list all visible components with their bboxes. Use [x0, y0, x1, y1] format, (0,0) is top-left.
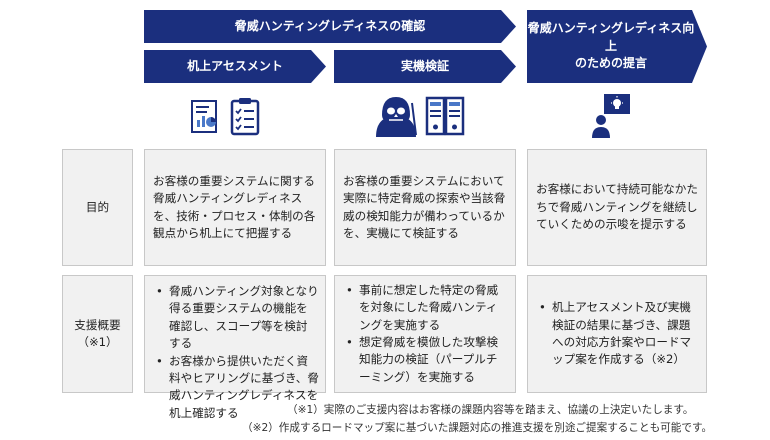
list-item: 机上アセスメント及び実機検証の結果に基づき、課題への対応方針案やロードマップ案を… — [539, 299, 700, 369]
support-list: 事前に想定した特定の脅威を対象にした脅威ハンティングを実施する 想定脅威を模倣し… — [335, 282, 515, 386]
desk-assessment-banner: 机上アセスメント — [144, 50, 326, 83]
hacker-skull-icon — [376, 97, 417, 137]
purpose-cell-desk: お客様の重要システムに関する脅威ハンティングレディネスを、技術・プロセス・体制の… — [144, 149, 326, 266]
row-label-text: 支援概要 — [74, 317, 121, 332]
list-item: 想定脅威を模倣した攻撃検知能力の検証（パープルチーミング）を実施する — [346, 334, 509, 386]
purpose-cell-real: お客様の重要システムにおいて実際に特定脅威の探索や当該脅威の検知能力が備わってい… — [334, 149, 516, 266]
row-label-support-overview: 支援概要 （※1） — [62, 275, 133, 393]
list-item: お客様から提供いただく資料やヒアリングに基づき、脅威ハンティングレディネスを机上… — [156, 353, 319, 423]
row-label-purpose: 目的 — [62, 149, 133, 266]
readiness-proposal-label: 脅威ハンティングレディネス向上 のための提言 — [527, 21, 695, 71]
checklist-clipboard-icon — [230, 98, 260, 136]
readiness-confirmation-banner: 脅威ハンティングレディネスの確認 — [144, 10, 516, 43]
footnote-2: （※2）作成するロードマップ案に基づいた課題対応の推進支援を別途ご提案することも… — [242, 422, 713, 434]
row-label-text: 目的 — [85, 199, 110, 214]
purpose-text: お客様において持続可能なかたちで脅威ハンティングを継続していくための示唆を提示す… — [536, 182, 698, 232]
support-cell-desk: 脅威ハンティング対象となり得る重要システムの機能を確認し、スコープ等を検討する … — [144, 275, 326, 420]
support-list: 脅威ハンティング対象となり得る重要システムの機能を確認し、スコープ等を検討する … — [145, 283, 325, 422]
support-cell-proposal: 机上アセスメント及び実機検証の結果に基づき、課題への対応方針案やロードマップ案を… — [527, 275, 707, 393]
real-machine-verification-banner: 実機検証 — [334, 50, 516, 83]
list-item: 事前に想定した特定の脅威を対象にした脅威ハンティングを実施する — [346, 282, 509, 334]
row-label-note: （※1） — [77, 335, 118, 349]
readiness-confirmation-label: 脅威ハンティングレディネスの確認 — [234, 18, 426, 33]
presenter-idea-icon — [592, 94, 630, 138]
purpose-cell-proposal: お客様において持続可能なかたちで脅威ハンティングを継続していくための示唆を提示す… — [527, 149, 707, 266]
readiness-proposal-banner: 脅威ハンティングレディネス向上 のための提言 — [527, 10, 707, 83]
support-list: 机上アセスメント及び実機検証の結果に基づき、課題への対応方針案やロードマップ案を… — [528, 299, 706, 369]
desk-assessment-label: 机上アセスメント — [187, 58, 283, 73]
report-chart-icon — [191, 100, 217, 133]
support-cell-real: 事前に想定した特定の脅威を対象にした脅威ハンティングを実施する 想定脅威を模倣し… — [334, 275, 516, 393]
list-item: 脅威ハンティング対象となり得る重要システムの機能を確認し、スコープ等を検討する — [156, 283, 319, 353]
purpose-text: お客様の重要システムに関する脅威ハンティングレディネスを、技術・プロセス・体制の… — [153, 173, 316, 240]
server-rack-icon — [425, 96, 465, 136]
purpose-text: お客様の重要システムにおいて実際に特定脅威の探索や当該脅威の検知能力が備わってい… — [343, 173, 506, 240]
footnote-1: （※1）実際のご支援内容はお客様の課題内容等を踏まえ、協議の上決定いたします。 — [287, 404, 694, 416]
real-machine-verification-label: 実機検証 — [400, 58, 449, 73]
